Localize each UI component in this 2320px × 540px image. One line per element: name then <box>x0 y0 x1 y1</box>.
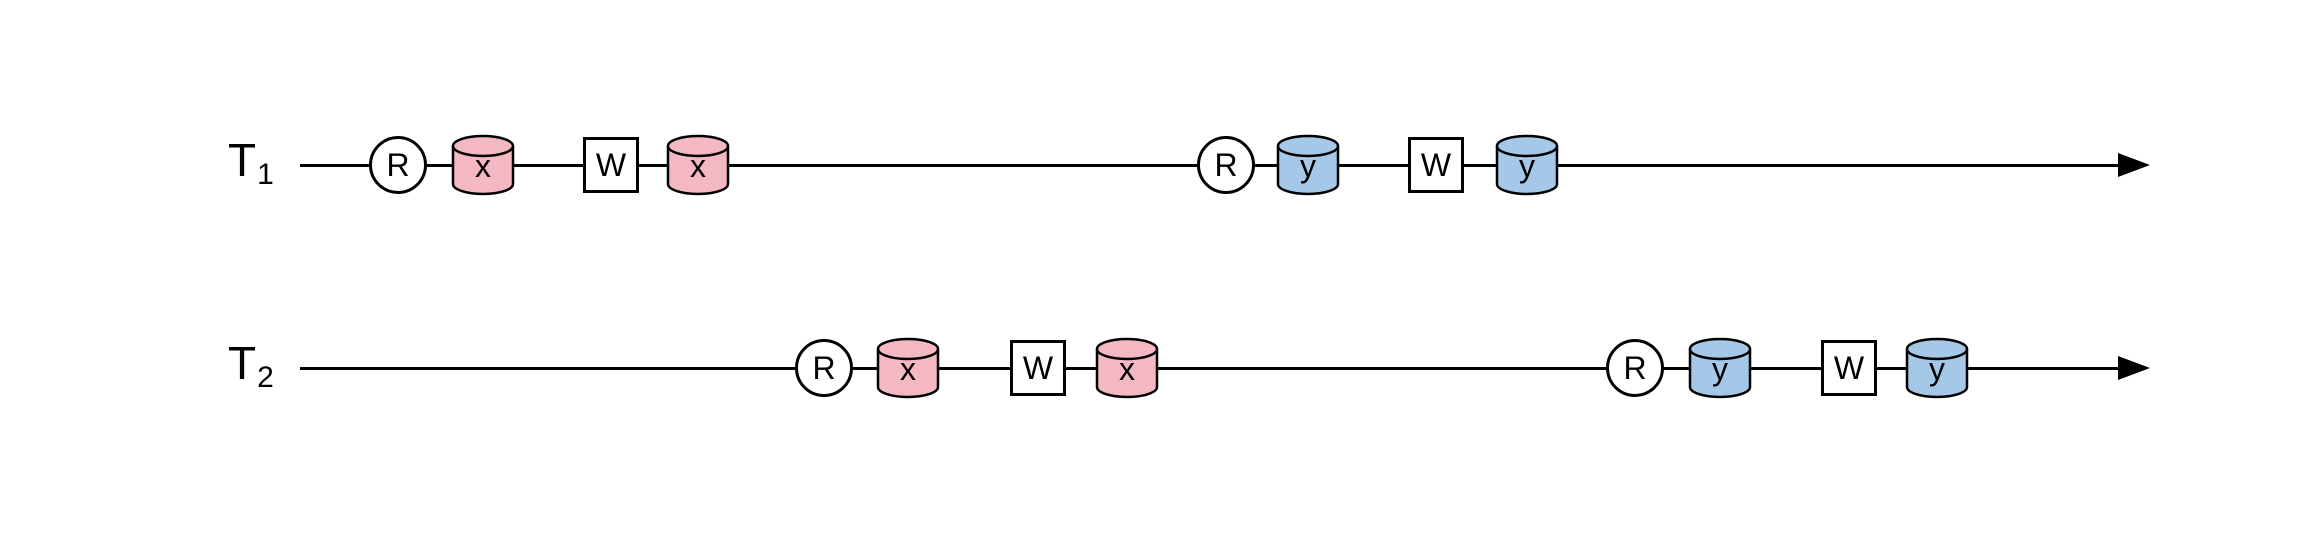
cylinder-letter: y <box>1929 351 1945 387</box>
write-operator: W <box>583 137 639 193</box>
timeline-label-subscript: 1 <box>257 158 275 192</box>
cylinder-letter: y <box>1712 351 1728 387</box>
read-operator: R <box>369 136 427 194</box>
database-cylinder-icon: x <box>666 134 730 196</box>
cylinder-letter: x <box>900 351 916 387</box>
database-cylinder-icon: x <box>876 337 940 399</box>
timeline-label-t2: T2 <box>228 336 275 395</box>
cylinder-letter: x <box>1119 351 1135 387</box>
timeline-label-text: T <box>228 337 258 390</box>
database-cylinder-icon: y <box>1495 134 1559 196</box>
cylinder-y: y <box>1275 132 1341 198</box>
timeline-label-subscript: 2 <box>257 361 275 395</box>
database-cylinder-icon: x <box>451 134 515 196</box>
database-cylinder-icon: y <box>1688 337 1752 399</box>
read-operator: R <box>795 339 853 397</box>
read-operator: R <box>1197 136 1255 194</box>
arrowhead-icon <box>2118 153 2150 177</box>
timeline-label-text: T <box>228 134 258 187</box>
timeline-line-t2 <box>300 366 2122 370</box>
cylinder-x: x <box>665 132 731 198</box>
cylinder-letter: x <box>690 148 706 184</box>
write-operator: W <box>1821 340 1877 396</box>
database-cylinder-icon: y <box>1905 337 1969 399</box>
timeline-label-t1: T1 <box>228 133 275 192</box>
database-cylinder-icon: x <box>1095 337 1159 399</box>
cylinder-letter: y <box>1300 148 1316 184</box>
write-operator: W <box>1408 137 1464 193</box>
cylinder-y: y <box>1687 335 1753 401</box>
cylinder-y: y <box>1494 132 1560 198</box>
write-operator: W <box>1010 340 1066 396</box>
cylinder-letter: y <box>1519 148 1535 184</box>
cylinder-letter: x <box>475 148 491 184</box>
cylinder-x: x <box>875 335 941 401</box>
read-operator: R <box>1606 339 1664 397</box>
cylinder-y: y <box>1904 335 1970 401</box>
cylinder-x: x <box>1094 335 1160 401</box>
database-cylinder-icon: y <box>1276 134 1340 196</box>
arrowhead-icon <box>2118 356 2150 380</box>
cylinder-x: x <box>450 132 516 198</box>
